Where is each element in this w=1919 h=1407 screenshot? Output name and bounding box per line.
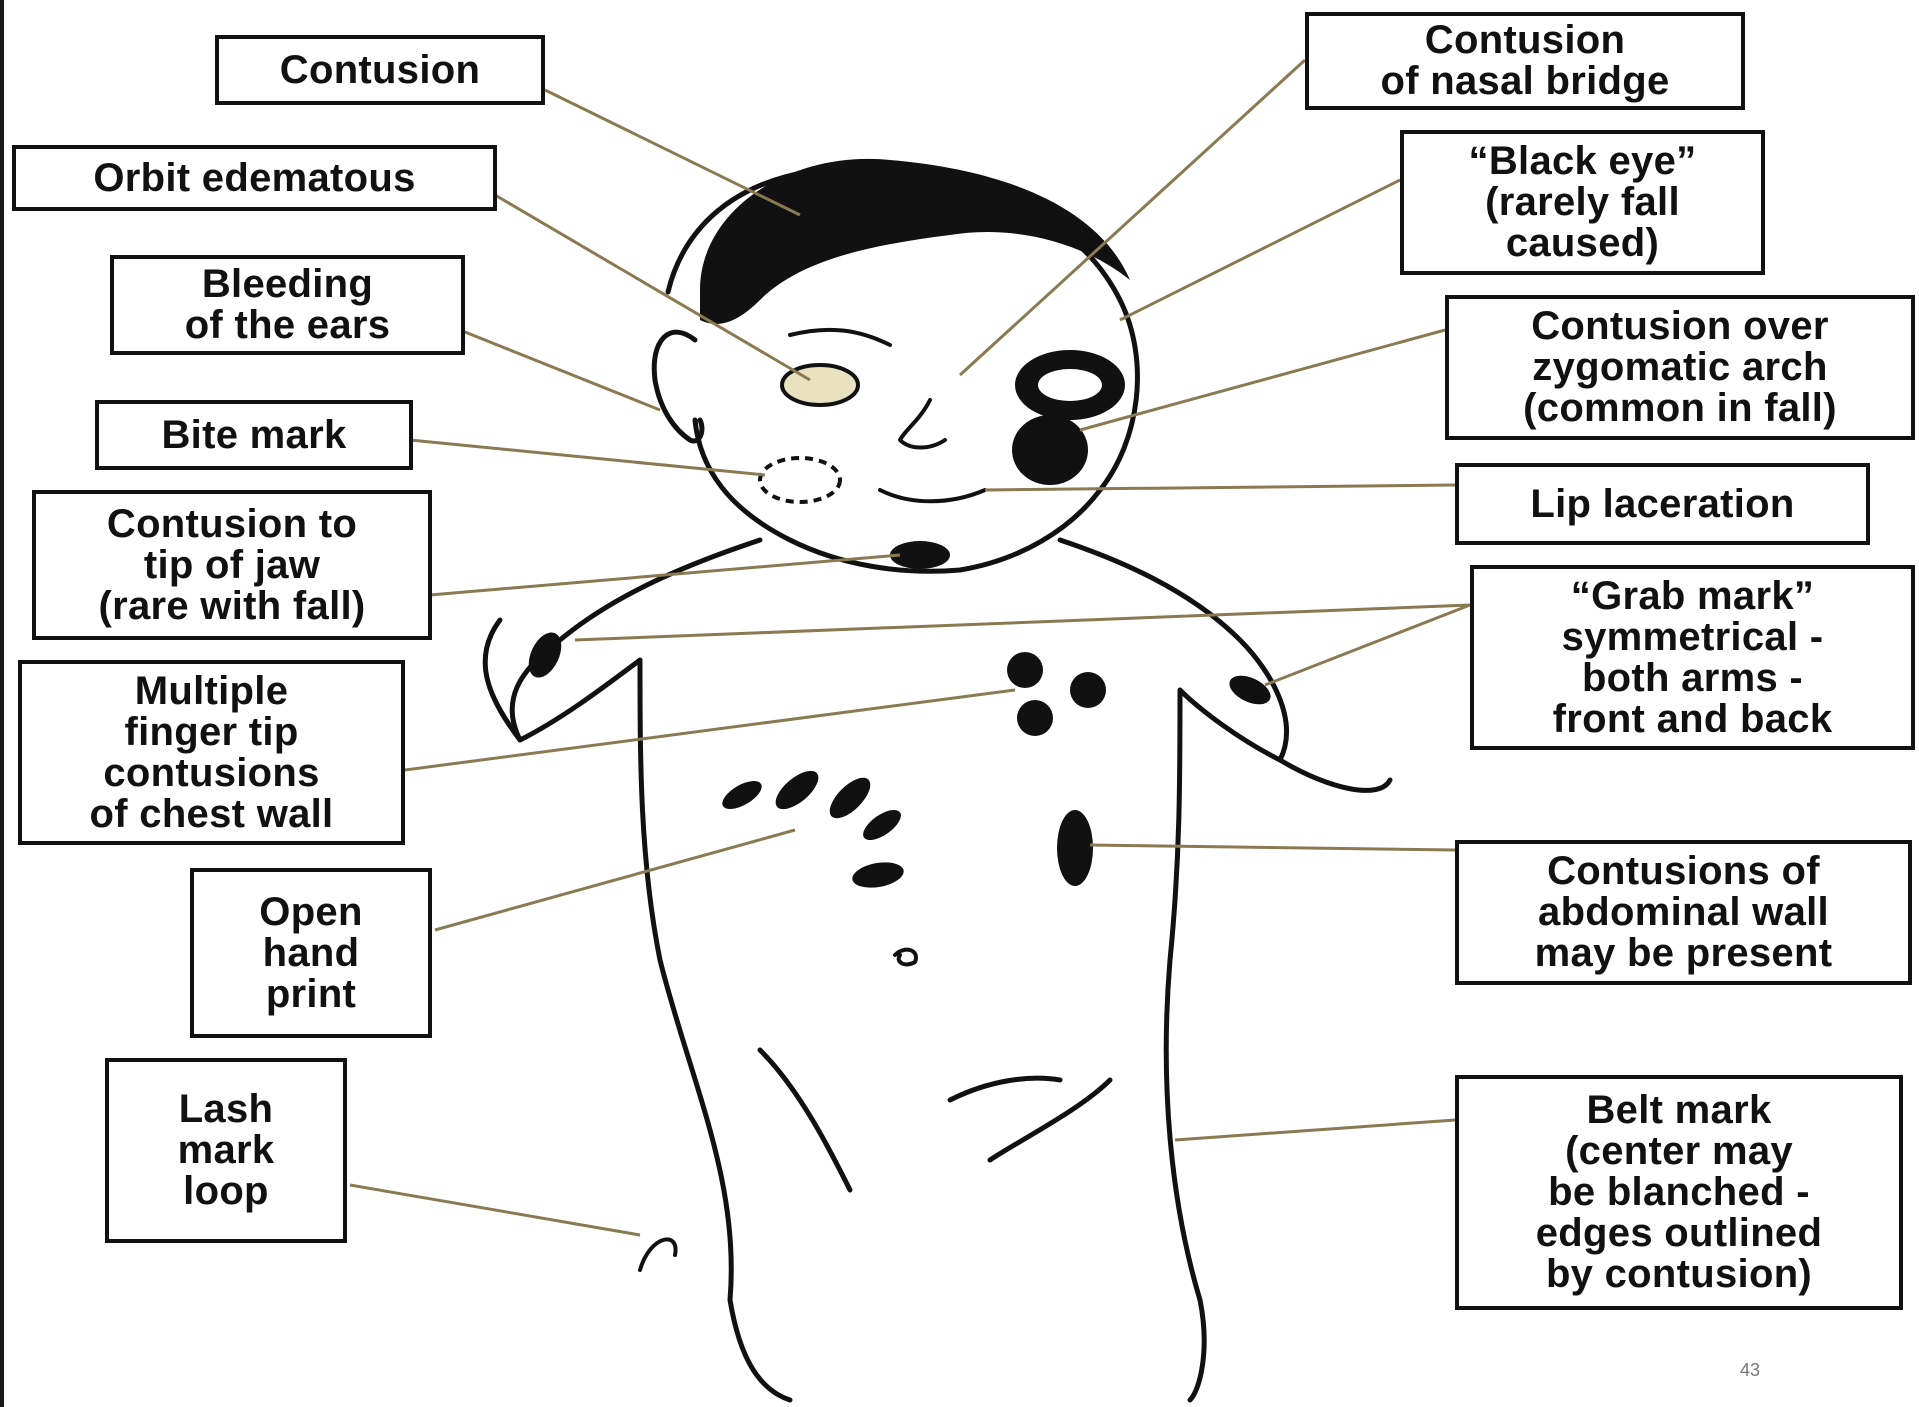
- contusion-zygomatic: [1012, 415, 1088, 485]
- label-fingertip-contusions: Multiple finger tip contusions of chest …: [18, 660, 405, 845]
- fingertip-contusion-1: [1007, 652, 1043, 688]
- leader-grab-left: [575, 605, 1470, 640]
- label-belt-mark: Belt mark (center may be blanched - edge…: [1455, 1075, 1903, 1310]
- fingertip-contusion-3: [1017, 700, 1053, 736]
- right-arm-outline: [1280, 760, 1390, 790]
- leader-belt: [1175, 1120, 1455, 1140]
- leader-lash: [350, 1185, 640, 1235]
- page-number: 43: [1740, 1360, 1760, 1381]
- label-open-hand-print: Open hand print: [190, 868, 432, 1038]
- label-lip-laceration: Lip laceration: [1455, 463, 1870, 545]
- hand-print-3: [823, 771, 877, 825]
- label-black-eye: “Black eye” (rarely fall caused): [1400, 130, 1765, 275]
- fingertip-contusion-2: [1070, 672, 1106, 708]
- hand-print-1: [718, 775, 766, 814]
- grab-mark-left: [522, 627, 568, 682]
- left-eyebrow: [790, 330, 890, 345]
- label-bleeding-ears: Bleeding of the ears: [110, 255, 465, 355]
- contusion-head: [772, 187, 848, 243]
- hand-print-5: [850, 859, 905, 892]
- navel: [895, 950, 916, 965]
- torso-right-outline: [1060, 540, 1286, 1400]
- label-orbit-edematous: Orbit edematous: [12, 145, 497, 211]
- label-zygomatic-arch: Contusion over zygomatic arch (common in…: [1445, 295, 1915, 440]
- leader-ears: [460, 330, 660, 410]
- hand-print-2: [769, 764, 824, 816]
- groin-line: [950, 1078, 1060, 1100]
- label-contusion-jaw: Contusion to tip of jaw (rare with fall): [32, 490, 432, 640]
- left-hip-crease: [760, 1050, 850, 1190]
- label-lash-mark-loop: Lash mark loop: [105, 1058, 347, 1243]
- right-hip-crease: [990, 1080, 1110, 1160]
- contusion-abdominal: [1057, 810, 1093, 886]
- leader-grab-right: [1265, 605, 1470, 685]
- leader-handprint: [435, 830, 795, 930]
- hand-print-4: [858, 804, 906, 846]
- label-grab-mark: “Grab mark” symmetrical - both arms - fr…: [1470, 565, 1915, 750]
- label-bite-mark: Bite mark: [95, 400, 413, 470]
- lash-mark: [640, 1239, 676, 1270]
- leader-blackeye: [1120, 180, 1400, 320]
- label-contusion: Contusion: [215, 35, 545, 105]
- label-abdominal-wall: Contusions of abdominal wall may be pres…: [1455, 840, 1912, 985]
- leader-jaw: [430, 555, 900, 595]
- leader-lip: [985, 485, 1455, 490]
- torso-left-outline: [512, 540, 790, 1400]
- bite-mark-ring: [760, 458, 840, 502]
- nose: [900, 400, 945, 448]
- leader-abdominal: [1090, 845, 1455, 850]
- leader-bite: [410, 440, 765, 475]
- label-contusion-nasal-bridge: Contusion of nasal bridge: [1305, 12, 1745, 110]
- leader-contusion: [545, 90, 800, 215]
- mouth: [880, 490, 985, 501]
